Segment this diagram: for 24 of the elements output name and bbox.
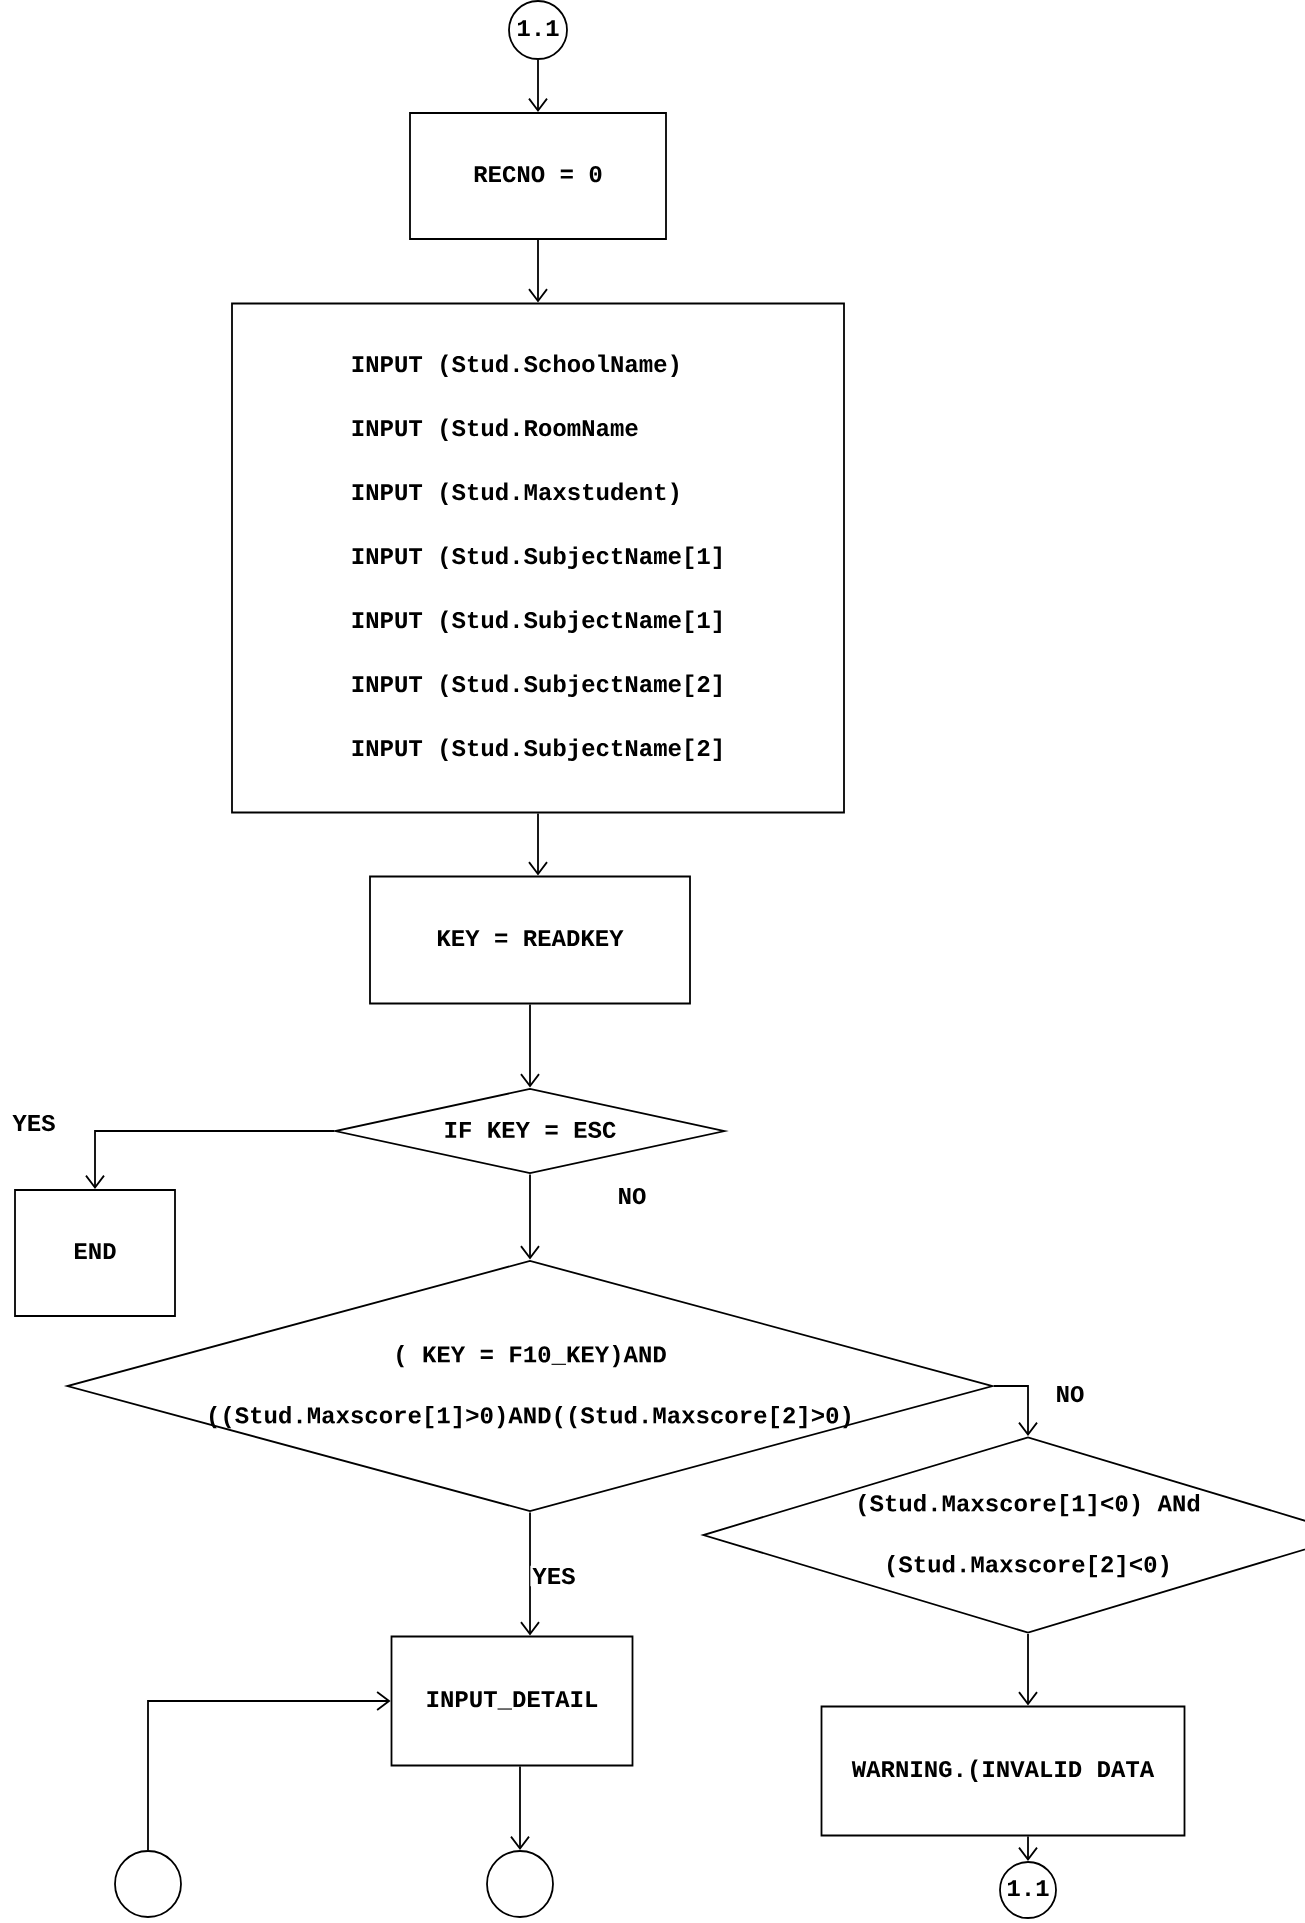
edge-label: YES [10,1112,58,1134]
arrow [510,1765,530,1851]
arrow [1018,1835,1038,1862]
arrow [528,812,548,876]
arrow [993,1385,1038,1437]
process-box: WARNING.(INVALID DATA [820,1705,1186,1837]
connector-circle [114,1850,182,1918]
process-box: END [14,1189,176,1317]
connector-circle [486,1850,554,1918]
edge-label: NO [615,1185,649,1207]
arrow [520,1173,540,1260]
arrow [147,1691,391,1851]
process-box: INPUT (Stud.SchoolName) INPUT (Stud.RoomName INPUT (Stud.Maxstudent) INPUT (Stud.SubjectName[1] INPUT (Stud.SubjectName[1] INPUT (Stud.SubjectName[2] INPUT (Stud.SubjectName[2] [231,302,845,814]
arrow [528,239,548,303]
edge-label: YES [530,1565,578,1587]
arrow [528,59,548,113]
edge-label: NO [1053,1383,1087,1405]
arrow [520,1511,540,1636]
arrow [1018,1633,1038,1706]
process-box: RECNO = 0 [409,112,667,240]
arrow [85,1130,335,1190]
process-box: KEY = READKEY [369,875,691,1005]
process-box: INPUT_DETAIL [390,1635,634,1767]
arrow [520,1003,540,1088]
